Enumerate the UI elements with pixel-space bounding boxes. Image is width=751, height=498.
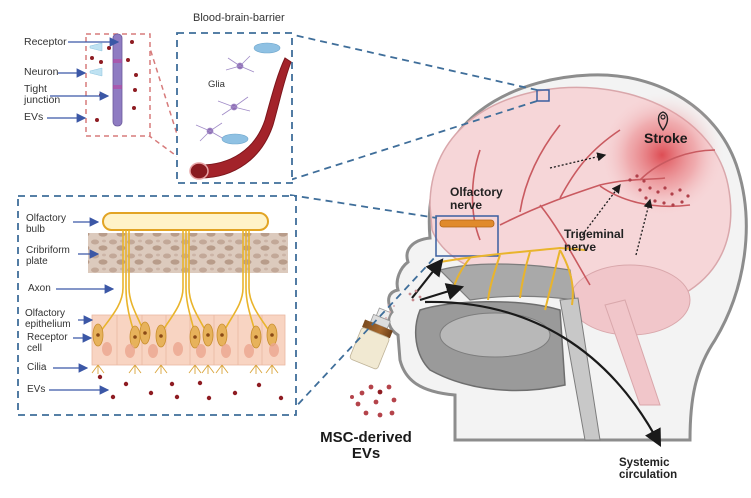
olfactory-region-highlight — [435, 215, 499, 257]
stroke-ev-dots — [628, 174, 690, 207]
receptor-nuclei — [96, 331, 274, 339]
systemic-route-arrow — [424, 300, 662, 447]
msc-ev-label: MSC-derived EVs — [320, 429, 412, 462]
bbb-pink-connectors — [147, 41, 183, 161]
olfactory-inset — [17, 195, 297, 416]
bbb-region-highlight — [536, 89, 550, 102]
bbb-detail-inset — [47, 33, 151, 137]
label-olfactory-evs: EVs — [27, 384, 46, 395]
label-cilia: Cilia — [27, 362, 47, 373]
glia-label: Glia — [208, 79, 225, 90]
bbb-title: Blood-brain-barrier — [193, 12, 285, 24]
msc-ev-dots — [350, 384, 397, 418]
map-pin-icon — [657, 111, 669, 132]
label-axon: Axon — [28, 283, 51, 294]
trigeminal-nerve-label: Trigeminal nerve — [564, 227, 625, 254]
stroke-label: Stroke — [644, 130, 688, 146]
systemic-circulation-label: Systemic circulation — [619, 457, 678, 482]
bbb-label-arrows — [47, 37, 120, 123]
cilia — [91, 364, 279, 374]
trigeminal-nerve — [439, 246, 586, 311]
olfactory-bulb — [102, 212, 269, 231]
nasal-ev-dots — [408, 289, 422, 302]
label-receptor-cell: Receptor cell — [27, 332, 68, 354]
olfactory-ev-dots — [97, 374, 284, 401]
receptors — [89, 42, 103, 77]
inset-connectors — [284, 32, 538, 414]
label-receptor: Receptor — [24, 36, 67, 48]
label-bbb-evs: EVs — [24, 111, 44, 123]
label-olfactory-epithelium: Olfactory epithelium — [25, 308, 71, 330]
bbb-inset — [176, 32, 293, 184]
label-tight-junction: Tight junction — [24, 83, 61, 107]
olfactory-bulb-mini — [439, 219, 495, 228]
cribriform-plate — [88, 233, 288, 273]
ev-migration-arrows — [549, 152, 653, 256]
support-cells — [102, 342, 279, 358]
brainstem — [604, 299, 661, 406]
label-cribriform-plate: Cribriform plate — [26, 245, 70, 267]
endothelial-cell — [112, 33, 123, 127]
tight-junctions — [113, 59, 122, 89]
glia-cells — [195, 55, 255, 142]
brain-vessels — [471, 124, 716, 286]
spray-mist — [385, 304, 395, 319]
astrocyte-endfeet — [221, 42, 281, 145]
olfactory-label-arrows — [49, 217, 115, 395]
tongue — [439, 312, 551, 358]
label-neuron: Neuron — [24, 66, 59, 78]
blood-vessel — [199, 57, 292, 179]
vessel-lumen — [189, 162, 209, 180]
stroke-glow — [600, 93, 724, 217]
olfactory-nerve-label: Olfactory nerve — [450, 185, 503, 212]
head-illustration — [387, 73, 748, 447]
label-olfactory-bulb: Olfactory bulb — [26, 213, 67, 235]
